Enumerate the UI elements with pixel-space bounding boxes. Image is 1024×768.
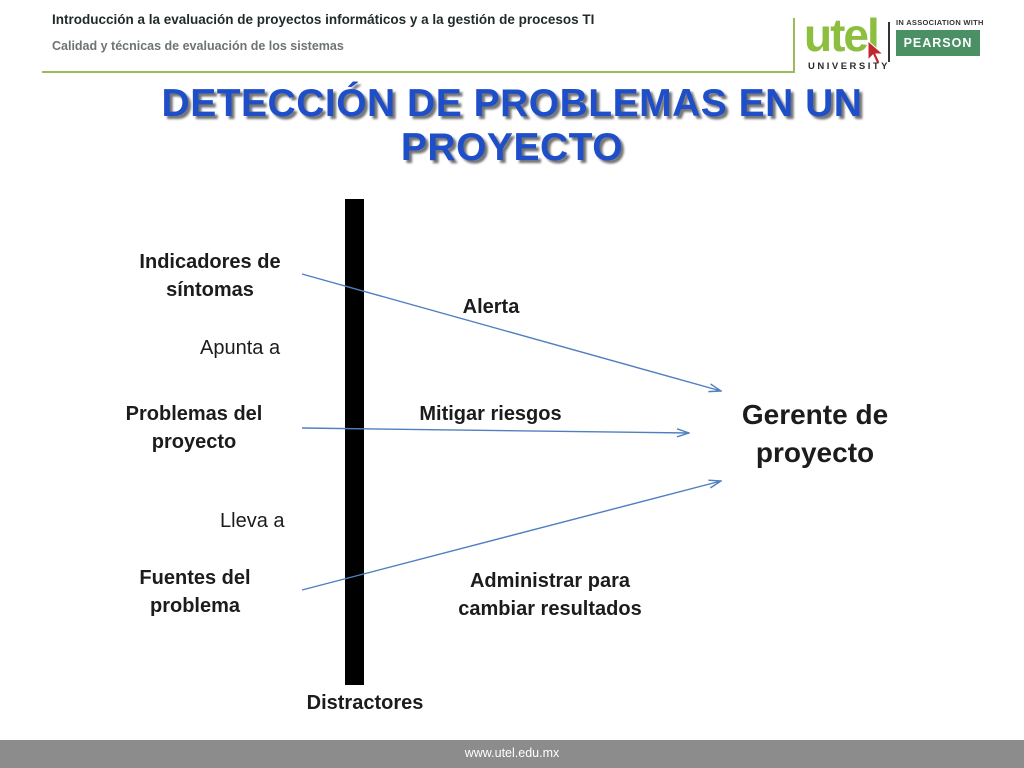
- target-line: Gerente de: [741, 399, 889, 430]
- node-line: síntomas: [166, 279, 254, 301]
- node-indicadores-de-sintomas: Indicadores de síntomas: [110, 248, 310, 304]
- slide-title-line-1: DETECCIÓN DE PROBLEMAS EN UN: [161, 82, 863, 125]
- node-line: Problemas del: [125, 403, 263, 425]
- utel-wordmark: utel: [804, 9, 880, 61]
- logo-separator: [888, 22, 890, 62]
- arrow-administrar: [301, 481, 721, 591]
- node-line: proyecto: [151, 431, 237, 453]
- course-title: Introducción a la evaluación de proyecto…: [52, 12, 595, 27]
- pearson-logo: PEARSON: [896, 30, 980, 56]
- barrier-label-distractores: Distractores: [306, 692, 424, 714]
- target-line: proyecto: [755, 437, 875, 468]
- connector-lleva-a: Lleva a: [220, 510, 285, 532]
- arrow-mitigar-riesgos: [301, 427, 689, 433]
- arrow-label-mitigar-riesgos: Mitigar riesgos: [419, 403, 562, 425]
- footer-bar: [0, 740, 1024, 768]
- connector-apunta-a: Apunta a: [200, 337, 281, 359]
- footer-url: www.utel.edu.mx: [464, 746, 560, 760]
- distractors-barrier: [345, 199, 364, 685]
- node-line: problema: [149, 595, 241, 617]
- slide-title: DETECCIÓN DE PROBLEMAS EN UN PROYECTO: [0, 82, 1024, 170]
- association-text: IN ASSOCIATION WITH: [896, 18, 984, 27]
- node-line: Indicadores de: [139, 251, 281, 273]
- course-subtitle: Calidad y técnicas de evaluación de los …: [52, 39, 344, 53]
- arrow-label-administrar: Administrar para cambiar resultados: [430, 567, 670, 623]
- utel-university-text: UNIVERSITY: [808, 61, 891, 72]
- target-gerente-de-proyecto: Gerente de proyecto: [705, 396, 925, 472]
- arrow-label-alerta: Alerta: [462, 296, 520, 318]
- cursor-icon: [867, 39, 885, 65]
- arrow-alerta: [301, 273, 721, 391]
- node-problemas-del-proyecto: Problemas del proyecto: [99, 400, 289, 456]
- arrow-label-line: Administrar para: [469, 570, 631, 592]
- header-divider: [42, 71, 794, 73]
- slide-title-line-2: PROYECTO: [400, 126, 624, 169]
- header-vertical-divider: [793, 18, 795, 73]
- node-line: Fuentes del: [139, 567, 251, 589]
- arrow-label-line: cambiar resultados: [458, 598, 642, 620]
- node-fuentes-del-problema: Fuentes del problema: [100, 564, 290, 620]
